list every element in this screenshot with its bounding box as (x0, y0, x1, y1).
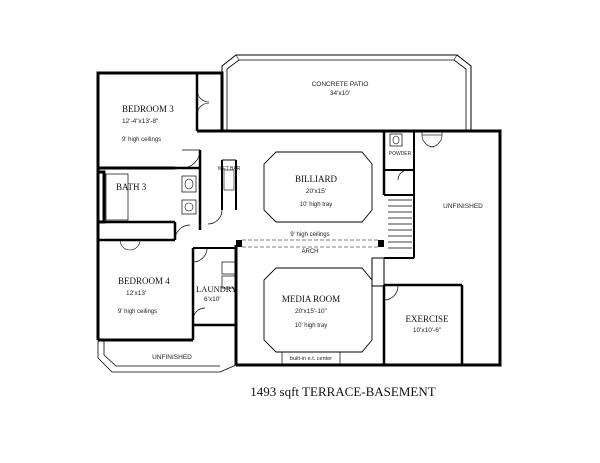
laundry-size: 6'x10' (204, 296, 221, 303)
unfinished-bottom-label: UNFINISHED (152, 354, 192, 361)
media-room-label: MEDIA ROOM (282, 294, 340, 304)
tray-ceilings (263, 151, 373, 353)
media-room-note: 10' high tray (295, 323, 328, 329)
bedroom4-label: BEDROOM 4 (118, 276, 170, 286)
room-labels: BEDROOM 3 12'-4"x13'-8" 9' high ceilings… (116, 104, 483, 362)
exercise-label: EXERCISE (405, 314, 449, 324)
billiard-size: 20'x15' (306, 188, 326, 195)
doors (119, 89, 443, 321)
patio: CONCRETE PATIO 34'x10' (221, 54, 472, 131)
bath3-label: BATH 3 (116, 182, 147, 192)
bedroom3-note: 9' high ceilings (122, 137, 161, 143)
unfinished-bottom: UNFINISHED (97, 340, 237, 373)
billiard-note: 10' high tray (300, 202, 333, 208)
unfinished-right-label: UNFINISHED (443, 203, 483, 210)
dashed-lines (242, 239, 378, 248)
entertainment-center-label: built-in e.t. center (290, 356, 332, 362)
bedroom3-size: 12'-4"x13'-8" (122, 118, 159, 125)
exterior-walls (96, 71, 502, 367)
stairs (371, 199, 412, 287)
fixtures (105, 133, 403, 365)
plan-caption: 1493 sqft TERRACE-BASEMENT (250, 384, 435, 399)
bedroom3-label: BEDROOM 3 (122, 104, 174, 114)
patio-label: CONCRETE PATIO (312, 81, 369, 88)
wet-bar-label: WET BAR (218, 166, 241, 172)
arch-label: ARCH (301, 249, 318, 255)
bedroom4-note: 9' high ceilings (118, 309, 157, 315)
exercise-size: 10'x10'-6" (413, 327, 442, 334)
powder-label: POWDER (389, 151, 412, 157)
bedroom4-size: 12'x13' (126, 290, 146, 297)
laundry-label: LAUNDRY (196, 284, 237, 294)
patio-size: 34'x10' (330, 90, 350, 97)
ceilings-note: 9' high ceilings (290, 232, 329, 238)
billiard-label: BILLIARD (295, 174, 337, 184)
interior-walls (98, 73, 464, 365)
media-room-size: 20'x15'-10" (295, 308, 328, 315)
